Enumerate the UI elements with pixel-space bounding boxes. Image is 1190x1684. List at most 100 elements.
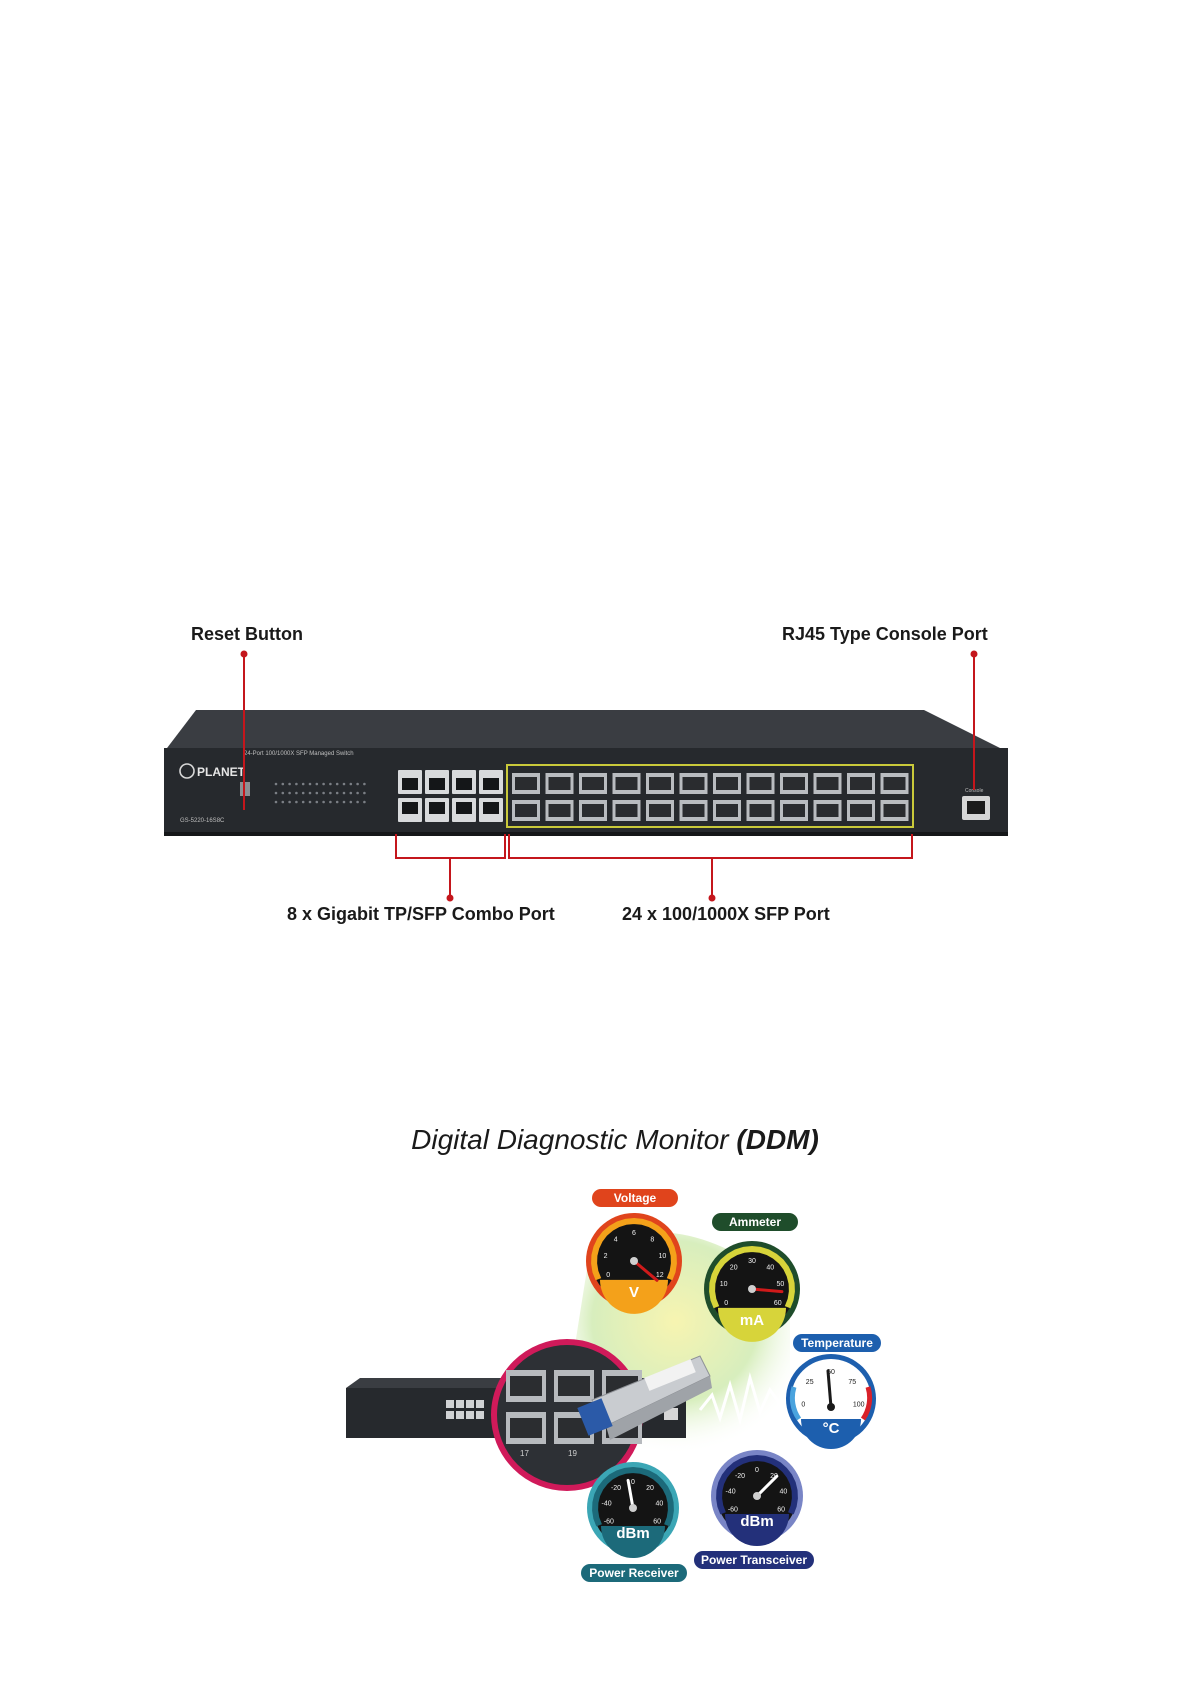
ammeter-tick-label: 40 [766,1265,774,1272]
power_receiver-tick-label: 60 [653,1518,661,1525]
power_transceiver-tick-label: -60 [728,1506,738,1513]
status-led [308,791,312,795]
sfp-port-frame [506,764,914,828]
temperature-label: Temperature [793,1334,881,1352]
power_transceiver-gauge-band [716,1454,798,1515]
voltage-needle-hub [630,1257,638,1265]
status-led [363,791,366,795]
voltage-needle [632,1259,659,1282]
status-led [274,791,278,795]
sfp-port-slot [548,777,571,790]
ddm-diagram: 17 19 024681012V0102030405060mA-60-40-20… [346,1213,876,1558]
switch-front-panel-diagram: PLANET 24-Port 100/1000X SFP Managed Swi… [164,650,1008,902]
status-led [274,782,278,786]
ammeter-unit: mA [740,1312,764,1329]
temperature-tick-label: 50 [827,1369,835,1376]
sfp-port-slot [749,777,772,790]
zoom-sfp-slot [558,1376,590,1396]
zoom-sfp-slot [558,1418,590,1438]
power_transceiver-tick-label: 60 [777,1506,785,1513]
voltage-tick-label: 8 [650,1237,654,1244]
mini-rj45-port [456,1400,464,1408]
status-led [315,800,319,804]
mini-rj45-port [466,1411,474,1419]
mini-rj45-port [476,1400,484,1408]
ammeter-tick-label: 50 [777,1281,785,1288]
power_transceiver-tick-label: 40 [780,1488,788,1495]
sfp-port-slot [783,804,805,817]
temperature-needle-hub [827,1403,835,1411]
power_receiver-needle [626,1478,635,1510]
voltage-tick-label: 6 [632,1230,636,1237]
mini-rj45-port [446,1411,454,1419]
voltage-gauge-band [591,1217,677,1281]
sfp-port-slot [783,777,805,790]
status-led [335,782,339,786]
status-led [295,800,298,804]
console-label: Console [965,788,984,794]
zoom-sfp-ports [506,1370,642,1444]
status-led [335,791,339,795]
ddm-switch-ports [446,1400,484,1419]
voltage-label: Voltage [592,1189,678,1207]
temperature-tick-label: 100 [853,1401,865,1408]
temperature-needle [826,1369,833,1409]
voltage-unit-pad [600,1279,668,1314]
zoom-port-17: 17 [520,1449,529,1458]
ammeter-tick-label: 10 [720,1281,728,1288]
status-led [308,782,312,786]
ammeter-tick-label: 60 [774,1300,782,1307]
rj45-socket [402,778,418,790]
status-led [301,791,305,795]
combo-port-callout: 8 x Gigabit TP/SFP Combo Port [287,904,555,924]
sfp-module [577,1355,712,1440]
sfp-port-slot [716,777,738,790]
rj45-socket [456,802,472,814]
sfp-port-slot [515,804,537,817]
status-led [301,782,305,786]
status-led [356,791,359,795]
voltage-tick-label: 0 [606,1272,610,1279]
power_transceiver-needle [755,1474,779,1498]
rj45-socket [456,778,472,790]
rj45-socket [429,802,445,814]
sfp-port-slot [883,804,906,817]
status-led [329,791,332,795]
status-led [274,800,278,804]
sfp-ports [512,773,909,821]
power_receiver-needle-hub [629,1504,637,1512]
zoom-sfp-slot [510,1418,542,1438]
power_transceiver-tick-label: 20 [770,1473,778,1480]
power_transceiver-unit-pad [725,1514,789,1546]
rj45-socket [429,778,445,790]
zoom-port-19: 19 [568,1449,577,1458]
power_receiver-tick-label: -20 [611,1485,621,1492]
status-led [281,800,285,804]
ddm-switch-console [664,1408,678,1420]
power_receiver-gauge-band [592,1466,674,1527]
sfp-port-slot [816,804,839,817]
temperature-unit: °C [823,1420,840,1437]
status-led [295,791,298,795]
sfp-port-slot [615,804,638,817]
status-led [363,800,366,804]
ammeter-tick-label: 30 [748,1258,756,1265]
power_transceiver-needle-hub [753,1492,761,1500]
power-transceiver-label: Power Transceiver [694,1551,814,1569]
power_transceiver-tick-label: -40 [726,1488,736,1495]
power_receiver-unit: dBm [616,1525,649,1542]
status-led [281,782,285,786]
sfp-port-slot [682,804,705,817]
sfp-port-slot [615,777,638,790]
voltage-tick-label: 2 [604,1253,608,1260]
sfp-port-slot [682,777,705,790]
combo-bracket [395,834,506,859]
ddm-title-acronym: (DDM) [736,1124,819,1155]
temperature-tick-label: 25 [806,1379,814,1386]
sfp-port-slot [716,804,738,817]
status-led [329,800,332,804]
status-led [335,800,339,804]
status-led [349,791,353,795]
status-led [315,782,319,786]
voltage-tick-label: 4 [614,1237,618,1244]
